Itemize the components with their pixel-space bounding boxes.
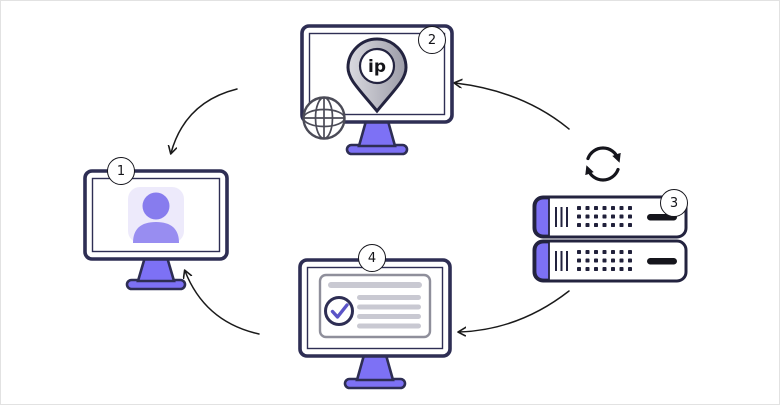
document-monitor xyxy=(298,258,452,390)
server-vents xyxy=(555,207,568,227)
user-monitor xyxy=(83,169,229,291)
document-checkmark-icon xyxy=(318,273,432,339)
step-badge-1: 1 xyxy=(107,157,135,185)
monitor-stand-neck xyxy=(357,119,397,148)
person-icon xyxy=(128,187,184,243)
server-unit-bottom xyxy=(532,239,688,283)
step-badge-4: 4 xyxy=(358,244,386,272)
arrow-top-right xyxy=(455,83,570,130)
checkmark xyxy=(330,303,349,319)
server-led-grid xyxy=(577,206,632,227)
globe-icon xyxy=(302,96,346,140)
server-unit-top xyxy=(532,195,688,239)
arrow-bottom-right xyxy=(459,290,570,332)
pin-ip-label: ip xyxy=(368,57,386,77)
server-accent-strip xyxy=(534,197,550,237)
server-vents xyxy=(555,251,568,271)
monitor-stand-neck xyxy=(355,353,395,382)
check-circle xyxy=(324,296,354,326)
server-handle xyxy=(647,258,677,265)
ip-location-pin-icon: ip xyxy=(346,37,408,114)
step-badge-3: 3 xyxy=(660,189,688,217)
refresh-icon xyxy=(585,146,621,182)
server-led-grid xyxy=(577,250,632,271)
server-accent-strip xyxy=(534,241,550,281)
server-rack-icon xyxy=(532,195,688,283)
arrow-top-left xyxy=(171,88,238,153)
step-badge-2: 2 xyxy=(418,26,446,54)
